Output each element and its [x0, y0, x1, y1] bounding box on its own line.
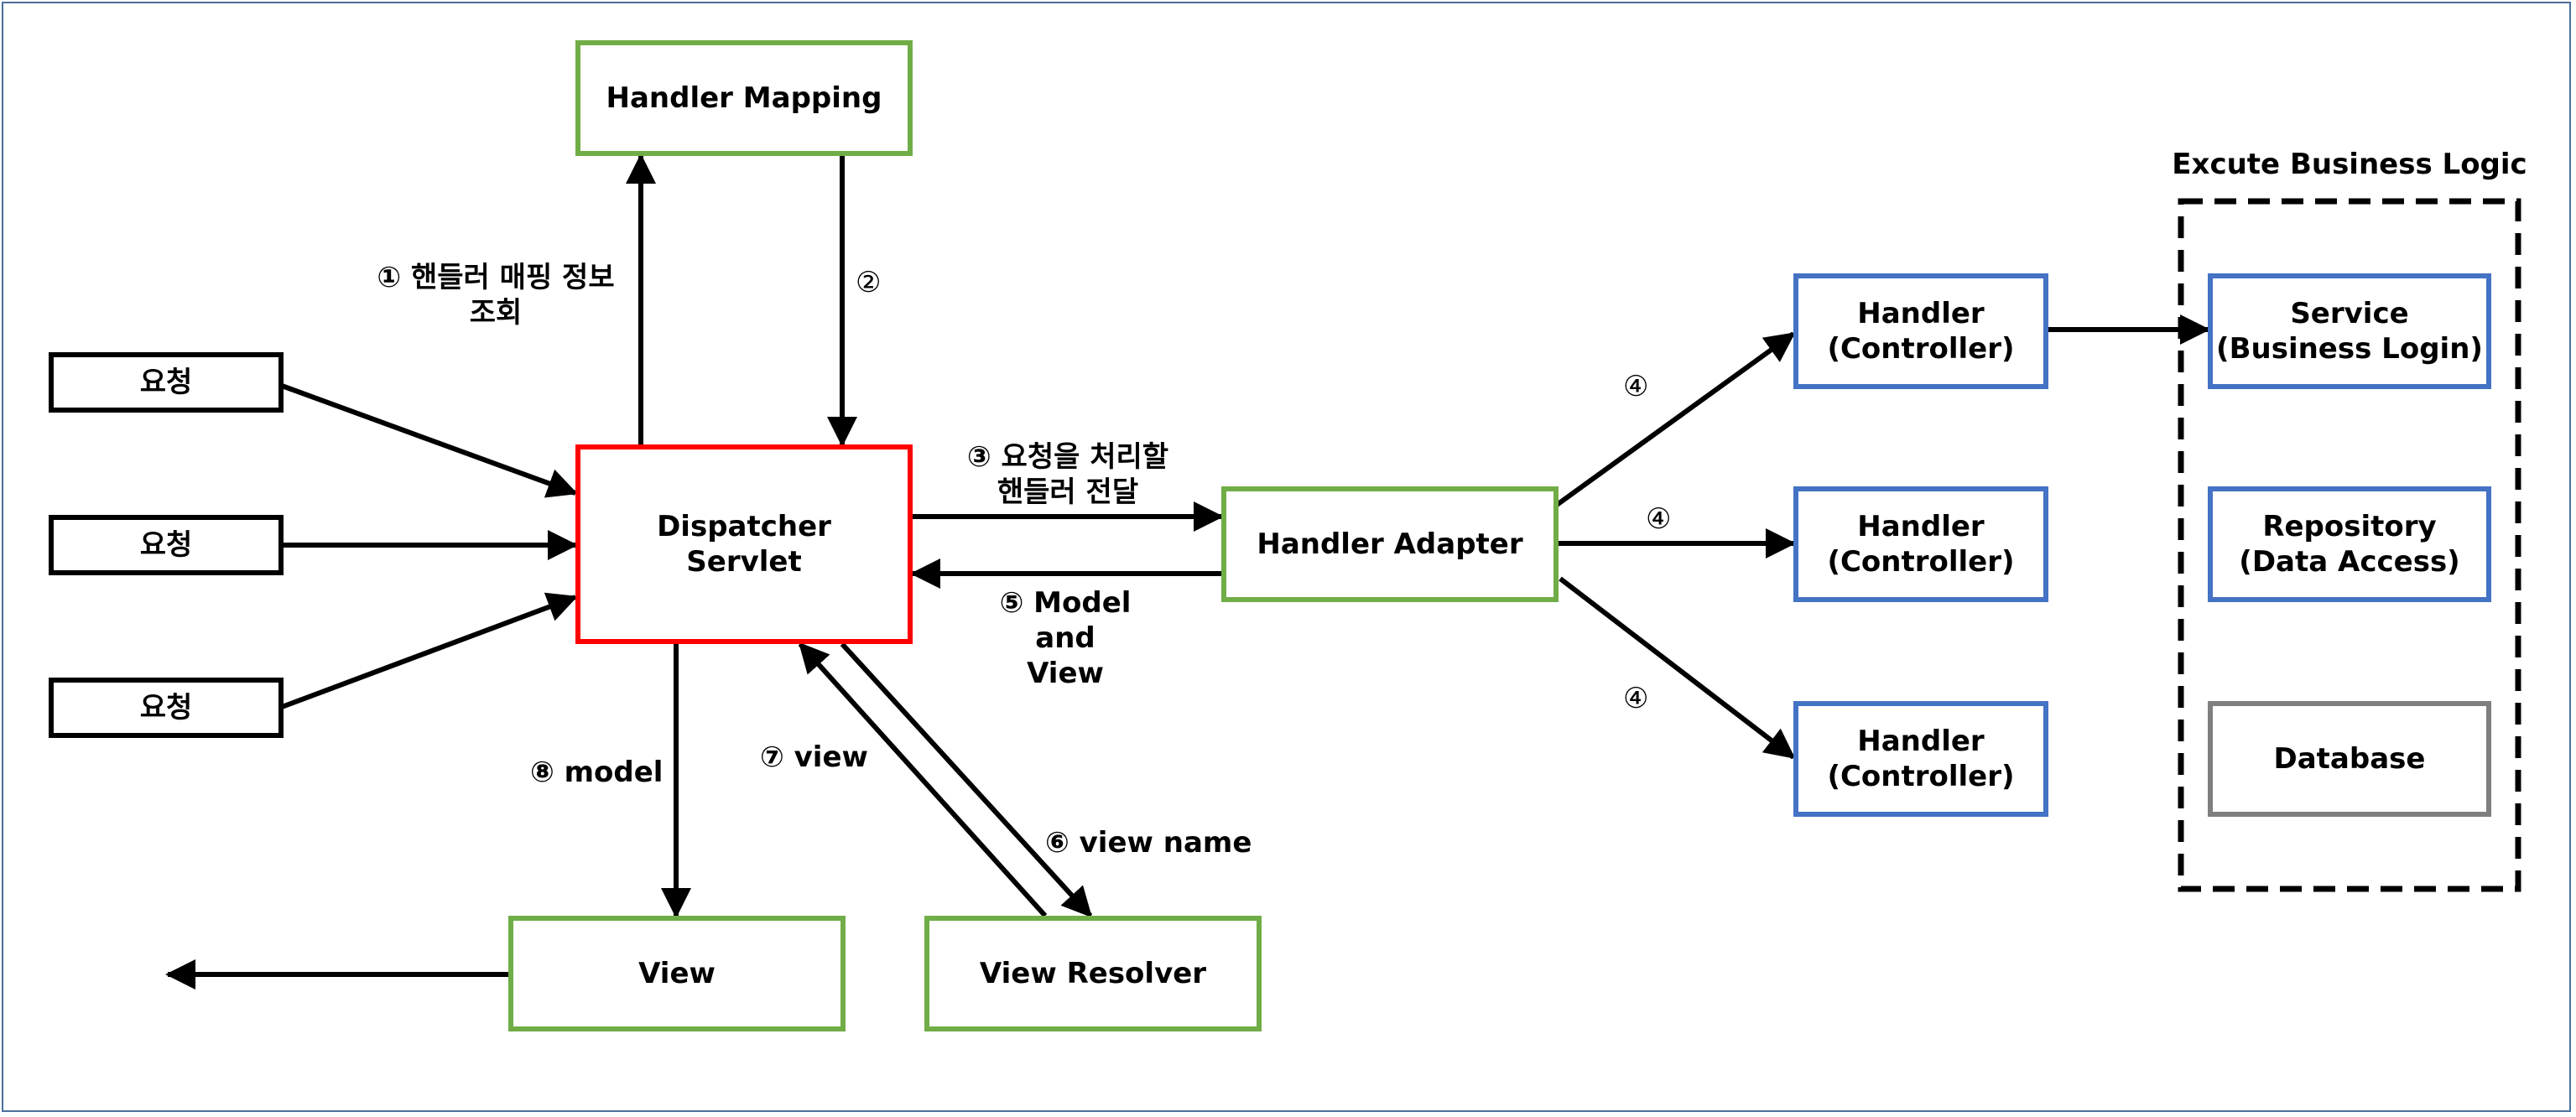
- service-label: Service (Business Login): [2216, 297, 2483, 366]
- arrow-viewresolver-to-dispatcher: [798, 642, 1048, 918]
- handler-controller-label-1: Handler (Controller): [1827, 297, 2015, 366]
- arrow-adapter-to-handler3: [1559, 576, 1796, 760]
- step4-label-bot: ④: [1623, 682, 1649, 715]
- step3-label: ③ 요청을 처리할 핸들러 전달: [966, 440, 1169, 509]
- handler-mapping-label: Handler Mapping: [606, 81, 882, 115]
- handler-controller-box-3: Handler (Controller): [1793, 701, 2048, 817]
- view-resolver-box: View Resolver: [924, 916, 1262, 1031]
- arrow-adapter-to-handler1: [1555, 331, 1796, 507]
- step6-label: ⑥ view name: [1045, 826, 1252, 860]
- dispatcher-servlet-label: Dispatcher Servlet: [657, 510, 831, 579]
- step7-label: ⑦ view: [760, 740, 868, 774]
- repository-box: Repository (Data Access): [2208, 486, 2491, 602]
- step8-label: ⑧ model: [530, 756, 664, 789]
- business-logic-title: Excute Business Logic: [2172, 148, 2527, 181]
- step4-label-top: ④: [1623, 370, 1649, 403]
- request-label-3: 요청: [139, 691, 193, 725]
- view-box: View: [508, 916, 846, 1031]
- view-resolver-label: View Resolver: [979, 957, 1207, 990]
- dispatcher-servlet-box: Dispatcher Servlet: [575, 444, 913, 644]
- step5-label: ⑤ Model and View: [999, 586, 1132, 690]
- request-label-1: 요청: [139, 366, 193, 399]
- business-logic-dashed-border: [2178, 198, 2521, 892]
- request-box-1: 요청: [49, 352, 284, 413]
- step4-label-mid: ④: [1646, 502, 1672, 536]
- request-label-2: 요청: [139, 528, 193, 562]
- step2-label: ②: [856, 266, 882, 299]
- handler-mapping-box: Handler Mapping: [575, 40, 913, 156]
- step1-label: ① 핸들러 매핑 정보 조회: [377, 261, 615, 330]
- arrow-request3-to-dispatcher: [280, 592, 578, 709]
- handler-controller-box-2: Handler (Controller): [1793, 486, 2048, 602]
- repository-label: Repository (Data Access): [2239, 510, 2460, 579]
- database-box: Database: [2208, 701, 2491, 817]
- request-box-2: 요청: [49, 515, 284, 575]
- handler-adapter-box: Handler Adapter: [1221, 486, 1559, 602]
- arrow-dispatcher-to-viewresolver: [840, 642, 1093, 918]
- view-label: View: [638, 957, 716, 990]
- handler-controller-label-3: Handler (Controller): [1827, 725, 2015, 793]
- arrow-request1-to-dispatcher: [280, 383, 578, 498]
- service-box: Service (Business Login): [2208, 273, 2491, 389]
- database-label: Database: [2273, 742, 2426, 776]
- handler-controller-label-2: Handler (Controller): [1827, 510, 2015, 579]
- handler-controller-box-1: Handler (Controller): [1793, 273, 2048, 389]
- handler-adapter-label: Handler Adapter: [1257, 527, 1523, 561]
- request-box-3: 요청: [49, 678, 284, 738]
